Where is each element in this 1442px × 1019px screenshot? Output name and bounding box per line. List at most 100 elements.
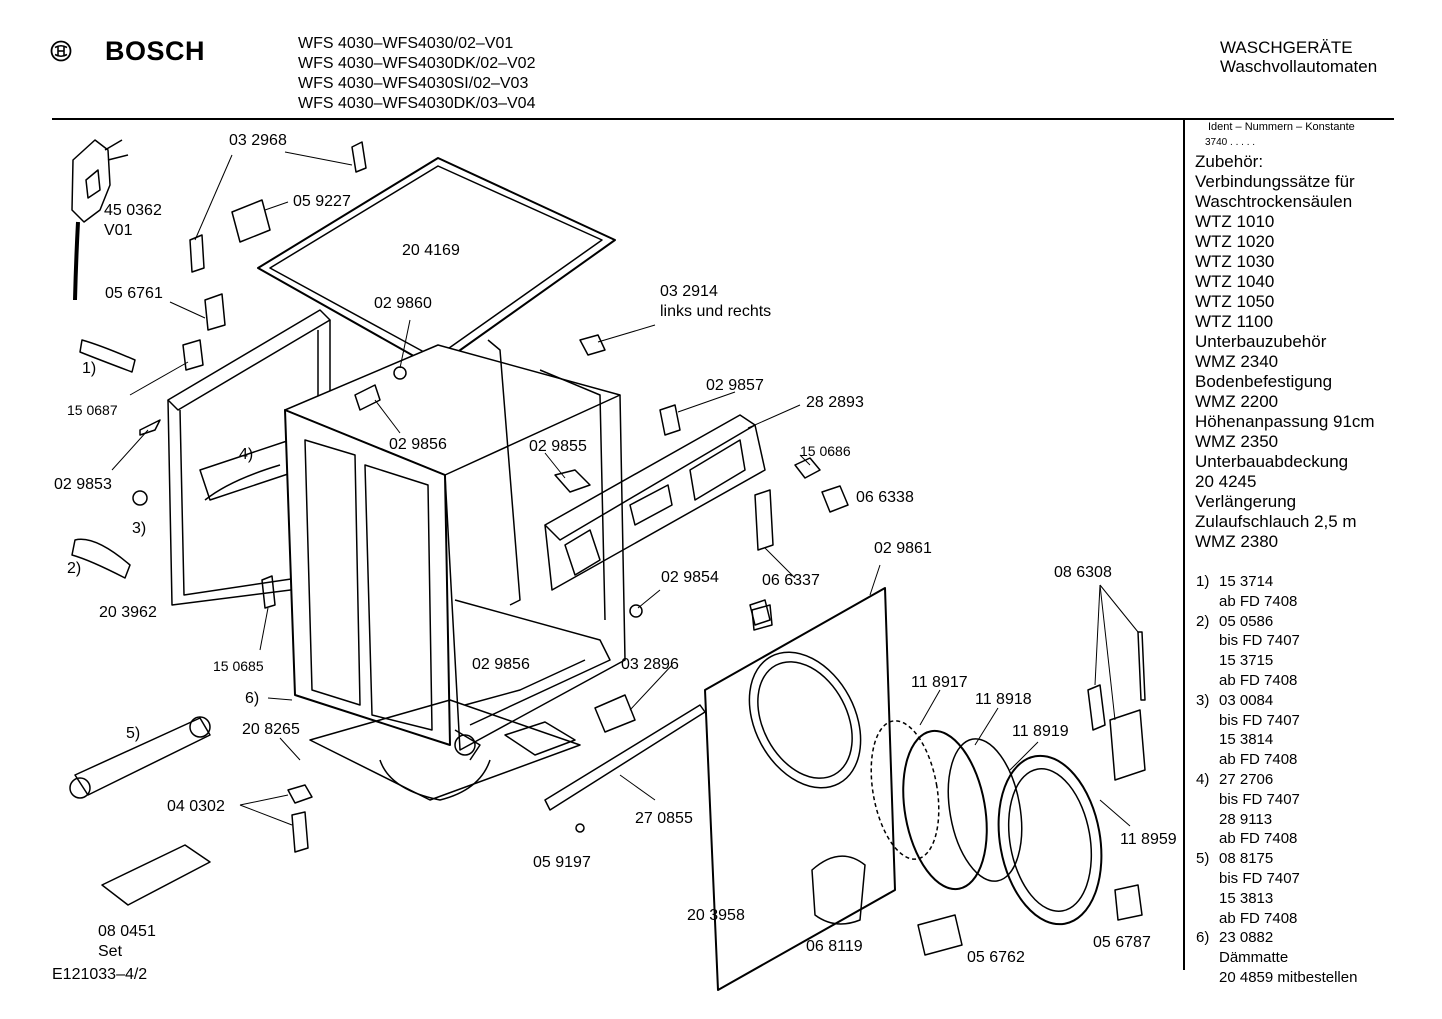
holder-part (659, 404, 681, 436)
lock-part (917, 914, 963, 956)
footnote-text: ab FD 7408 (1219, 671, 1298, 689)
worktop-panel (257, 157, 616, 369)
accessory-line: WMZ 2350 (1195, 432, 1279, 451)
latch-part (579, 334, 606, 356)
model-line: WFS 4030–WFS4030/02–V01 (298, 35, 514, 52)
footnote-row: 15 3715 (1196, 651, 1357, 671)
cap-part (629, 604, 643, 618)
clip-part (354, 384, 381, 411)
base-plate (309, 699, 581, 801)
category-heading: WASCHGERÄTE Waschvollautomaten (1220, 38, 1377, 76)
callout-label: 6) (245, 690, 260, 707)
footnote-number (1196, 810, 1219, 830)
footnote-text: ab FD 7408 (1219, 592, 1298, 610)
front-panel (704, 587, 896, 991)
footnote-row: ab FD 7408 (1196, 829, 1357, 849)
footnote-text: bis FD 7407 (1219, 711, 1300, 729)
callout-label: 05 9227 (293, 193, 351, 210)
model-line: WFS 4030–WFS4030DK/02–V02 (298, 55, 536, 72)
power-plug-icon (71, 139, 129, 301)
clip-part (794, 457, 821, 479)
accessory-line: Zubehör: (1195, 152, 1264, 171)
callout-label: 11 8918 (975, 691, 1032, 708)
footnote-row: 3)03 0084 (1196, 691, 1357, 711)
callout-label: 20 8265 (242, 721, 300, 738)
accessory-line: WTZ 1050 (1195, 292, 1275, 311)
callout-label: 28 2893 (806, 394, 864, 411)
footnote-row: bis FD 7407 (1196, 711, 1357, 731)
accessory-line: WMZ 2200 (1195, 392, 1279, 411)
footnote-number (1196, 829, 1219, 849)
callout-label: 05 6762 (967, 949, 1025, 966)
hinge-part (754, 489, 774, 551)
footnote-number (1196, 869, 1219, 889)
footnote-text: ab FD 7408 (1219, 830, 1298, 848)
footnote-row: ab FD 7408 (1196, 750, 1357, 770)
footnote-row: Dämmatte (1196, 948, 1357, 968)
hinge-pin (1137, 631, 1146, 701)
callout-label: 15 0685 (213, 658, 264, 674)
leader-lines (111, 151, 1139, 827)
accessory-line: Höhenanpassung 91cm (1195, 412, 1375, 431)
footnote-number: 5) (1196, 850, 1210, 868)
bracket-part (351, 141, 367, 173)
clip-part (1114, 884, 1143, 921)
footnote-number (1196, 651, 1219, 671)
callout-label: 05 6787 (1093, 934, 1151, 951)
footnote-text: ab FD 7408 (1219, 751, 1298, 769)
footnote-number (1196, 909, 1219, 929)
callout-label: 03 2914 links und rechts (660, 282, 771, 322)
callout-label: 06 6337 (762, 572, 820, 589)
footnote-number (1196, 730, 1219, 750)
footnote-row: ab FD 7408 (1196, 909, 1357, 929)
transport-plate (101, 844, 211, 906)
seal-part (821, 485, 849, 513)
callout-label: 11 8917 (911, 674, 968, 691)
callout-label: 02 9854 (661, 569, 719, 586)
footnote-row: 1)15 3714 (1196, 572, 1357, 592)
callout-part: 08 0451 (98, 923, 156, 940)
accessory-line: Verlängerung (1195, 492, 1297, 511)
footnote-number (1196, 750, 1219, 770)
callout-label: 20 4169 (402, 242, 460, 259)
cabinet-body (284, 339, 626, 761)
footnote-text: 15 3715 (1219, 652, 1274, 670)
callout-label: 08 6308 (1054, 564, 1112, 581)
footnote-row: ab FD 7408 (1196, 671, 1357, 691)
callout-label: 06 8119 (806, 938, 863, 955)
hinge-part (1087, 684, 1106, 731)
plug-part (261, 575, 276, 609)
filter-part (79, 339, 136, 373)
callout-label: 27 0855 (635, 810, 693, 827)
pump-cap-part (71, 538, 131, 579)
callout-label: 02 9857 (706, 377, 764, 394)
accessory-line: WTZ 1040 (1195, 272, 1275, 291)
footnote-text: 27 2706 (1219, 770, 1274, 788)
callout-label: 45 0362 V01 (104, 201, 162, 241)
footnote-number (1196, 889, 1219, 909)
ident-constant: 3740 . . . . . (1205, 137, 1256, 148)
callout-label: 03 2968 (229, 132, 287, 149)
accessory-line: 20 4245 (1195, 472, 1257, 491)
footnote-row: 4)27 2706 (1196, 770, 1357, 790)
callout-label: 08 0451 Set (98, 922, 156, 962)
category-title: WASCHGERÄTE (1220, 38, 1353, 57)
footnote-text: 28 9113 (1219, 810, 1273, 828)
door-latch-part (594, 694, 636, 733)
footnote-row: 2)05 0586 (1196, 612, 1357, 632)
footnote-row: 5)08 8175 (1196, 849, 1357, 869)
detergent-flap-part (811, 855, 866, 925)
footnote-number: 1) (1196, 573, 1210, 590)
accessory-line: Zulaufschlauch 2,5 m (1195, 512, 1357, 531)
footnote-text: 23 0882 (1219, 929, 1274, 947)
screw-part (132, 490, 148, 506)
callout-note: Set (98, 943, 123, 960)
model-line: WFS 4030–WFS4030DK/03–V04 (298, 95, 536, 112)
callout-label: 3) (132, 520, 147, 537)
callout-label: 15 0687 (67, 402, 118, 418)
footnote-number (1196, 948, 1219, 968)
footnote-row: ab FD 7408 (1196, 592, 1357, 612)
footnote-text: bis FD 7407 (1219, 632, 1300, 650)
callout-label: 2) (67, 560, 82, 577)
